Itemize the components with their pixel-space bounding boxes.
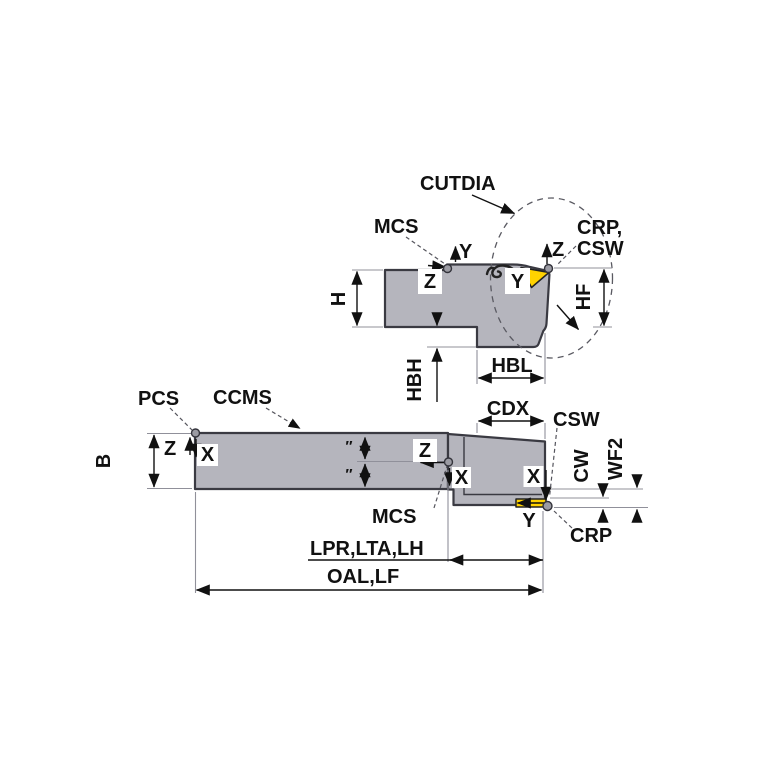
y-axis-label-tip: Y — [511, 271, 525, 293]
x-axis-label-tip: X — [527, 466, 541, 488]
cutdia-label: CUTDIA — [420, 173, 496, 195]
mcs-label-bottom: MCS — [372, 506, 416, 528]
y-axis-label-shank: Y — [459, 241, 473, 263]
chip-squiggle — [485, 264, 517, 279]
hf-dim-label: HF — [573, 284, 595, 311]
csw-label-bottom: CSW — [553, 409, 600, 431]
hbh-dim-label: HBH — [404, 358, 426, 401]
mcs-point-top — [443, 457, 454, 467]
side-view: CUTDIA MCS CRP, CSW Y Z Z Y H HF HBH HBL — [328, 173, 624, 402]
cutdia-circle — [489, 197, 614, 359]
hbl-extension-lines — [476, 333, 546, 384]
cutdia-opposite-arrow — [556, 304, 580, 331]
h-extension-lines — [352, 269, 383, 328]
mcs-point-side — [442, 263, 453, 274]
x-left-box — [197, 444, 218, 466]
csw-leader — [548, 427, 558, 498]
hf-extension-lines — [554, 267, 612, 328]
equal-mark-top: ″ — [345, 438, 352, 455]
b-dim-label: B — [93, 454, 115, 468]
x-mid-box — [452, 467, 471, 488]
cdx-dim-label: CDX — [487, 398, 530, 420]
y-tip-box — [505, 268, 530, 294]
crp-label-line1: CRP, — [577, 217, 622, 239]
cdx-extension-lines — [476, 423, 546, 439]
mcs-leader-bottom — [433, 465, 448, 509]
oal-dim-label: OAL,LF — [327, 566, 399, 588]
z-axis-arrow-shank — [427, 260, 447, 272]
z-axis-label-left: Z — [164, 438, 176, 460]
pcs-leader — [169, 407, 193, 431]
cw-wf2-extension-lines — [549, 488, 648, 509]
ccms-label: CCMS — [213, 387, 272, 409]
z-axis-label-shank: Z — [424, 271, 436, 293]
hbl-dim-label: HBL — [491, 355, 532, 377]
pocket-outline — [463, 437, 542, 496]
wf2-dim-label: WF2 — [605, 438, 627, 480]
y-axis-label-tip: Y — [522, 510, 536, 532]
cutdia-leader-arrow — [471, 194, 516, 215]
crp-label-bottom: CRP — [570, 525, 612, 547]
lpr-dim-label: LPR,LTA,LH — [310, 538, 424, 560]
z-shank-box — [418, 269, 442, 294]
oal-extension-lines — [194, 492, 544, 593]
x-tip-box — [523, 466, 544, 487]
z-axis-label-tip: Z — [552, 239, 564, 261]
csw-label-line2: CSW — [577, 238, 624, 260]
crp-point-side — [543, 263, 554, 274]
x-axis-label-left: X — [201, 444, 215, 466]
pcs-point — [190, 428, 201, 438]
crp-csw-leader — [556, 245, 577, 266]
z-mid-box — [413, 439, 437, 462]
top-view: PCS CCMS B Z X ″ ″ Z X MCS CDX CSW CW WF… — [93, 387, 648, 596]
crp-point-top — [542, 500, 553, 512]
mcs-leader — [405, 236, 446, 265]
cw-dim-label: CW — [571, 449, 593, 482]
z-axis-label-mid: Z — [419, 440, 431, 462]
equal-mark-bottom: ″ — [345, 466, 352, 483]
x-axis-label-mid: X — [455, 467, 469, 489]
h-dim-label: H — [328, 292, 350, 306]
b-extension-lines — [147, 432, 192, 490]
mcs-label-side: MCS — [374, 216, 418, 238]
pcs-label: PCS — [138, 388, 179, 410]
